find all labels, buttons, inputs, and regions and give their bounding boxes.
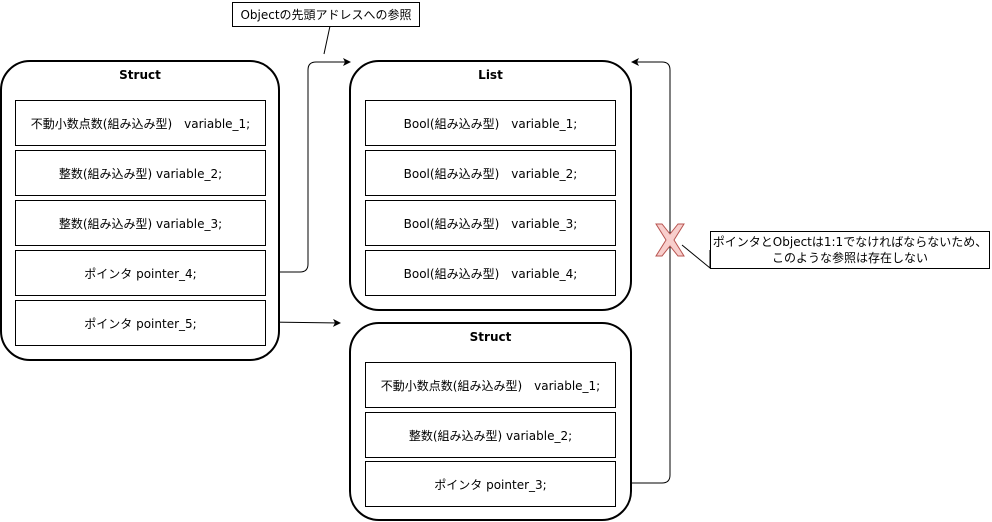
- struct-left-row-1: 不動小数点数(組み込み型) variable_1;: [15, 100, 266, 146]
- top-callout: Objectの先頭アドレスへの参照: [232, 2, 420, 27]
- right-callout-line1: ポインタとObjectは1:1でなければならないため、: [712, 235, 988, 249]
- pointer-3-arrow: [615, 58, 671, 484]
- list-row-2: Bool(組み込み型) variable_2;: [365, 150, 616, 196]
- struct-right-row-3: ポインタ pointer_3;: [365, 461, 616, 507]
- struct-right-title: Struct: [469, 330, 512, 344]
- struct-left-row-3: 整数(組み込み型) variable_3;: [15, 200, 266, 246]
- struct-left-row-2: 整数(組み込み型) variable_2;: [15, 150, 266, 196]
- right-callout-line2: このような参照は存在しない: [771, 251, 928, 265]
- list-row-4: Bool(組み込み型) variable_4;: [365, 250, 616, 296]
- right-callout: ポインタとObjectは1:1でなければならないため、 このような参照は存在しな…: [710, 231, 990, 269]
- top-callout-tail: [323, 25, 348, 55]
- list-row-3: Bool(組み込み型) variable_3;: [365, 200, 616, 246]
- pointer-4-arrow: [266, 58, 351, 273]
- struct-left-row-5: ポインタ pointer_5;: [15, 300, 266, 346]
- right-callout-tail: [681, 244, 711, 270]
- struct-left-row-4: ポインタ pointer_4;: [15, 250, 266, 296]
- struct-right-row-2: 整数(組み込み型) variable_2;: [365, 412, 616, 458]
- list-row-1: Bool(組み込み型) variable_1;: [365, 100, 616, 146]
- struct-left-title: Struct: [119, 68, 161, 82]
- list-title: List: [478, 68, 503, 82]
- cross-icon: [655, 223, 685, 257]
- struct-right-row-1: 不動小数点数(組み込み型) variable_1;: [365, 362, 616, 408]
- top-callout-text: Objectの先頭アドレスへの参照: [240, 8, 412, 22]
